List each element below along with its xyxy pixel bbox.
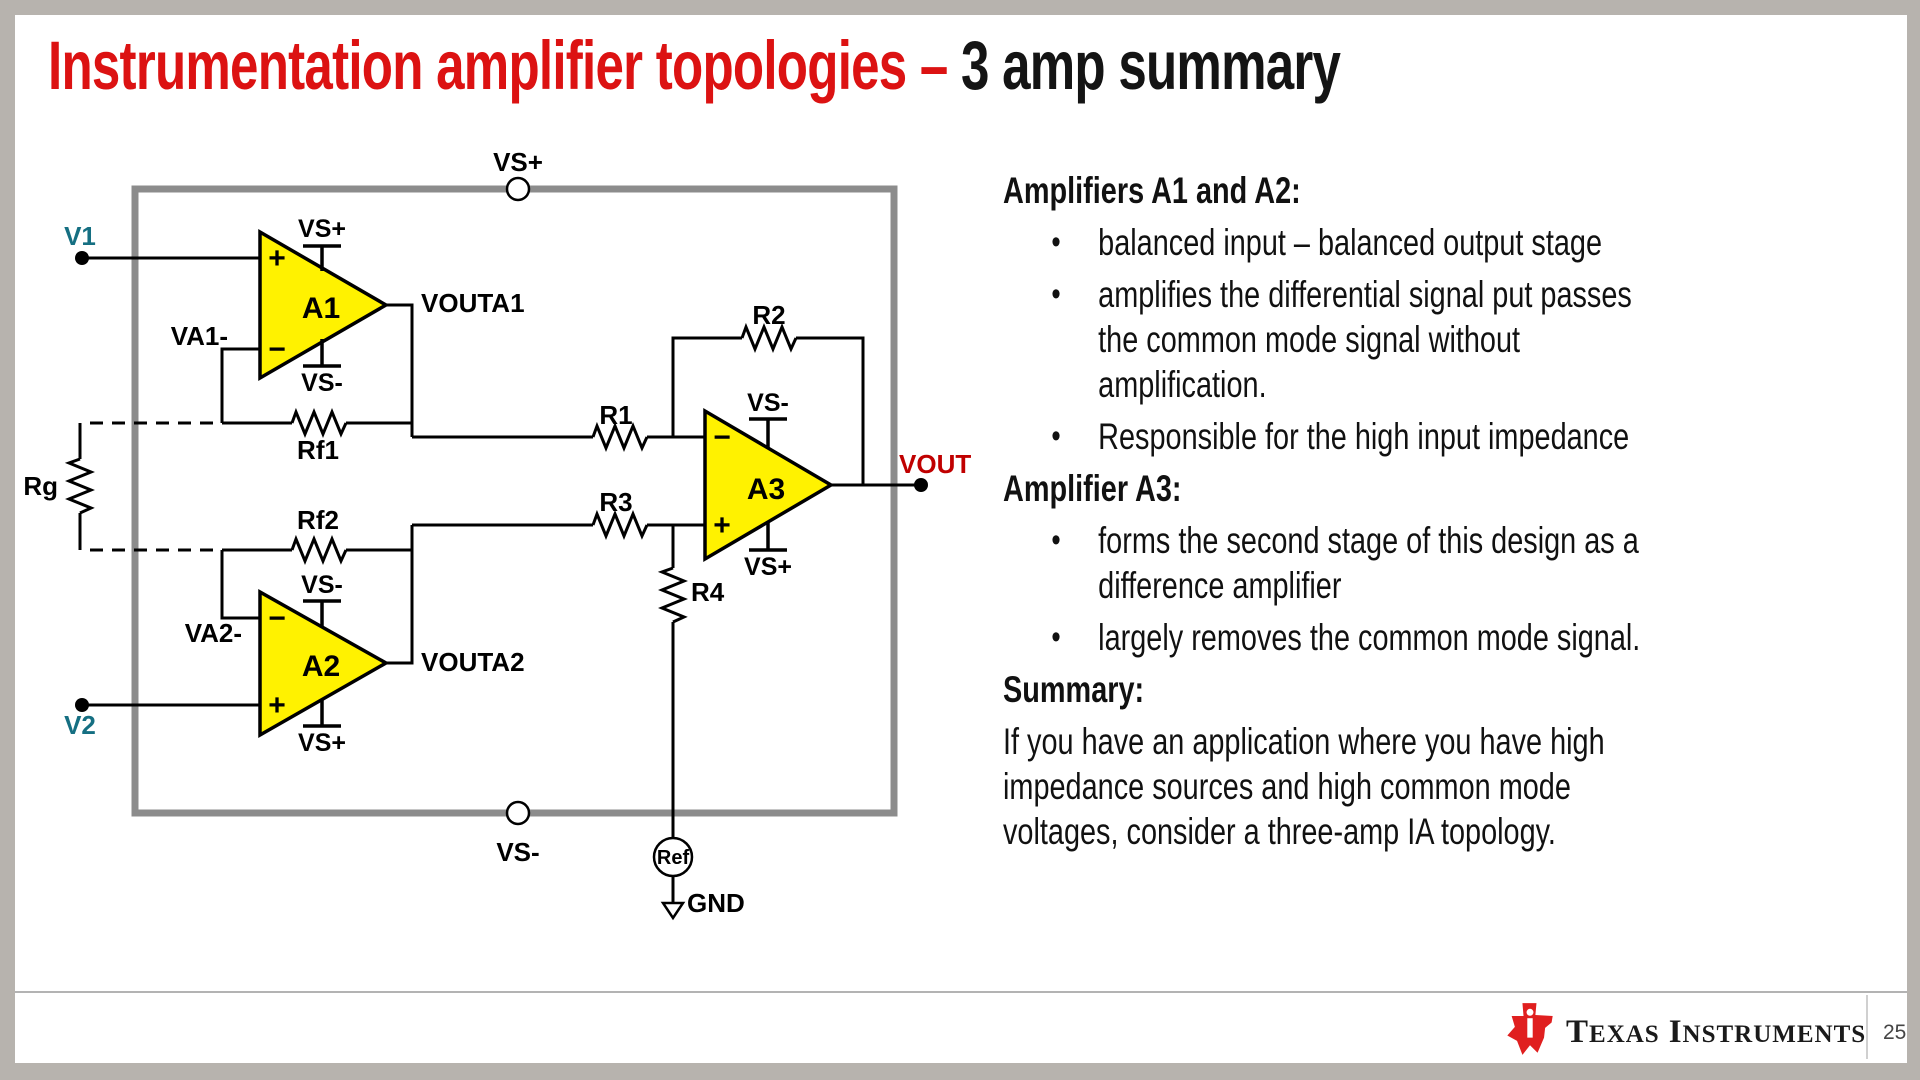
ref-terminal (652, 836, 694, 878)
label-r1: R1 (599, 400, 632, 430)
label-a1-vs-minus: VS- (301, 369, 343, 397)
resistor-rf2 (290, 534, 348, 565)
resistor-r4 (657, 566, 688, 624)
instrumentation-amplifier-schematic: VS+ VS- V1 V2 VS+ VS- VS- VS+ VS- VS+ VA… (23, 147, 971, 921)
label-a3-vs-minus: VS- (747, 389, 789, 417)
label-a1: A1 (302, 292, 340, 325)
a3-inverting-input-mark: − (713, 421, 731, 454)
bullet-marker: • (1051, 417, 1061, 455)
label-vs-plus-top: VS+ (493, 147, 543, 177)
label-vouta2: VOUTA2 (421, 647, 525, 677)
label-rf2: Rf2 (297, 505, 339, 535)
resistor-r2 (740, 322, 798, 353)
notes-panel: Amplifiers A1 and A2: • balanced input – … (1003, 168, 1767, 854)
label-rg: Rg (23, 471, 58, 501)
page-number: 25 (1883, 1021, 1907, 1044)
a1-noninverting-input-mark: + (268, 242, 286, 275)
a1-inverting-input-mark: − (268, 333, 286, 366)
slide-title-black-part: 3 amp summary (961, 27, 1341, 104)
brand-word-instruments: Instruments (1668, 1014, 1867, 1050)
heading-amplifiers-a1-a2: Amplifiers A1 and A2: (1003, 170, 1301, 211)
texas-instruments-logo-icon (1506, 1002, 1554, 1056)
bullet-marker: • (1051, 618, 1061, 656)
bullet-text: amplifies the differential signal put pa… (1098, 274, 1632, 405)
label-a3: A3 (747, 473, 785, 506)
label-va1-minus: VA1- (171, 321, 228, 351)
circuit-wires (78, 256, 921, 903)
bullet-text: forms the second stage of this design as… (1098, 520, 1639, 606)
label-r4: R4 (691, 577, 725, 607)
label-a2-vs-minus: VS- (301, 571, 343, 599)
resistor-r3 (591, 509, 649, 540)
bullet-marker: • (1051, 223, 1061, 261)
footer-divider (15, 991, 1907, 993)
bullet-marker: • (1051, 521, 1061, 559)
resistor-r1 (591, 421, 649, 452)
logo-i-stem (1527, 1018, 1533, 1038)
bullet-removes-common-mode: • largely removes the common mode signal. (1003, 615, 1767, 660)
a3-noninverting-input-mark: + (713, 509, 731, 542)
summary-paragraph: If you have an application where you hav… (1003, 721, 1605, 852)
a2-inverting-input-mark: − (268, 602, 286, 635)
resistors (64, 322, 798, 624)
heading-summary: Summary: (1003, 669, 1145, 710)
texas-instruments-wordmark: TexasInstruments (1566, 1012, 1875, 1055)
bullet-high-input-impedance: • Responsible for the high input impedanc… (1003, 414, 1767, 459)
v2-node-dot (75, 698, 89, 712)
resistor-rf1 (290, 407, 348, 438)
vs-minus-terminal (505, 800, 531, 826)
bullet-second-stage: • forms the second stage of this design a… (1003, 518, 1767, 608)
brand-word-texas: Texas (1566, 1014, 1660, 1050)
gnd-arrow-icon (660, 901, 686, 921)
bullet-marker: • (1051, 275, 1061, 313)
label-ref: Ref (657, 847, 690, 869)
v1-node-dot (75, 251, 89, 265)
label-v1: V1 (64, 221, 96, 251)
label-a2: A2 (302, 650, 340, 683)
label-r3: R3 (599, 487, 632, 517)
bullet-text: balanced input – balanced output stage (1098, 222, 1603, 263)
slide-title-red-part: Instrumentation amplifier topologies – (48, 27, 962, 104)
heading-amplifier-a3: Amplifier A3: (1003, 468, 1182, 509)
bullet-text: Responsible for the high input impedance (1098, 416, 1630, 457)
label-vs-minus-bottom: VS- (496, 837, 539, 867)
bullet-amplifies-differential: • amplifies the differential signal put p… (1003, 272, 1767, 407)
vout-node-dot (914, 478, 928, 492)
label-a2-vs-plus: VS+ (298, 729, 346, 757)
label-vout: VOUT (899, 449, 971, 479)
bullet-text: largely removes the common mode signal. (1098, 617, 1641, 658)
vs-plus-terminal (505, 176, 531, 202)
label-r2: R2 (752, 300, 785, 330)
label-a1-vs-plus: VS+ (298, 215, 346, 243)
label-vouta1: VOUTA1 (421, 288, 525, 318)
label-v2: V2 (64, 710, 96, 740)
supply-symbols (303, 244, 787, 728)
resistor-rg (64, 457, 95, 515)
logo-i-dot (1526, 1008, 1534, 1016)
a2-noninverting-input-mark: + (268, 689, 286, 722)
slide-title: Instrumentation amplifier topologies – 3… (48, 27, 1341, 104)
label-gnd: GND (687, 888, 745, 918)
rg-dashed-links (90, 421, 222, 552)
label-a3-vs-plus: VS+ (744, 553, 792, 581)
label-rf1: Rf1 (297, 435, 339, 465)
page-number-separator (1866, 995, 1868, 1059)
label-va2-minus: VA2- (185, 618, 242, 648)
bullet-balanced-input: • balanced input – balanced output stage (1003, 220, 1767, 265)
